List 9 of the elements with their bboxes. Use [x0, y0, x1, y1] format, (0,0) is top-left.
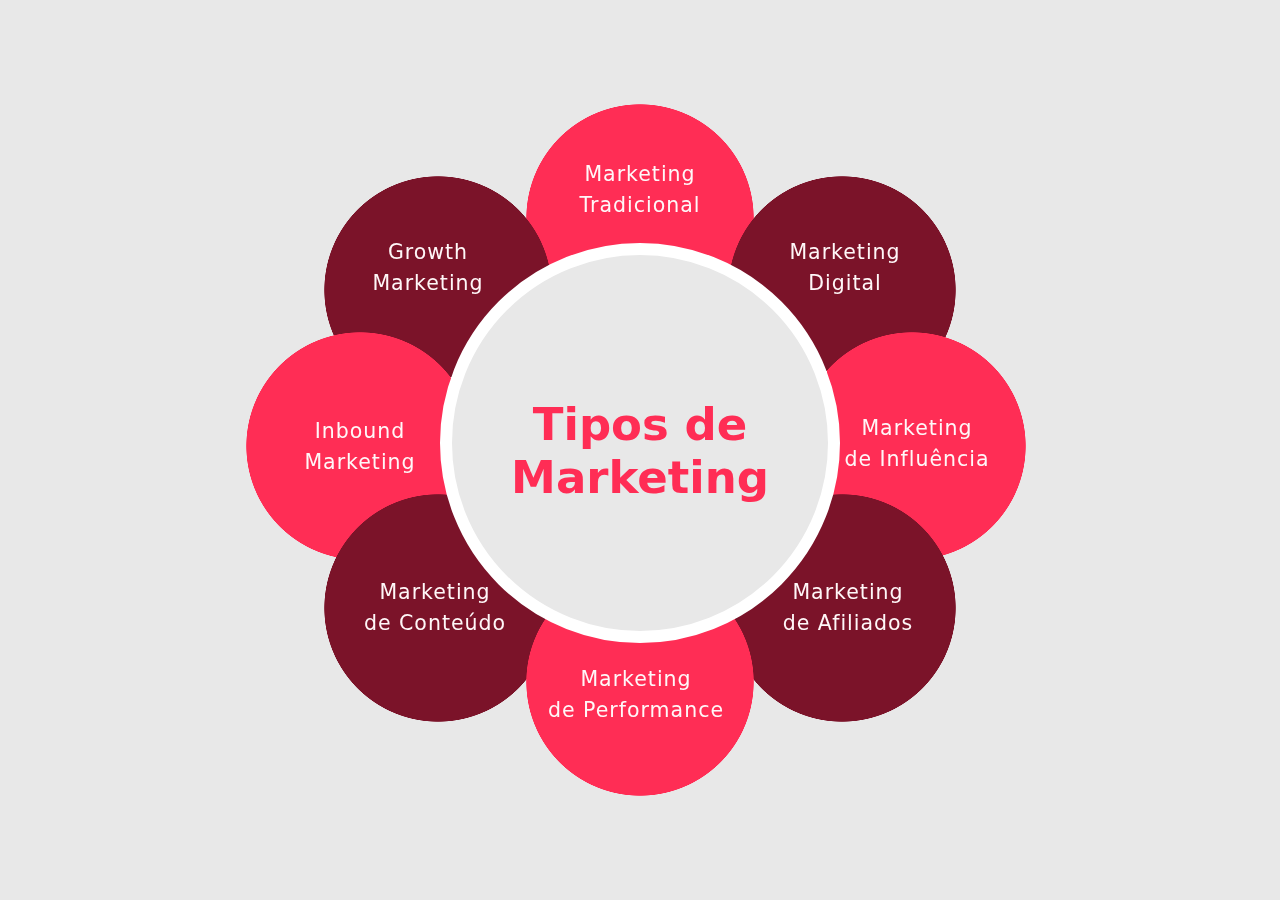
category-label: Marketing de Performance — [547, 666, 725, 724]
category-label: Growth Marketing — [372, 239, 484, 297]
category-label: Marketing Tradicional — [579, 161, 701, 219]
category-label: Marketing de Conteúdo — [363, 579, 507, 637]
category-label: Marketing de Influência — [844, 415, 990, 473]
center-title: Tipos de Marketing — [511, 398, 769, 504]
category-label: Marketing de Afiliados — [782, 579, 914, 637]
category-label: Inbound Marketing — [304, 418, 416, 476]
category-label: Marketing Digital — [789, 239, 901, 297]
